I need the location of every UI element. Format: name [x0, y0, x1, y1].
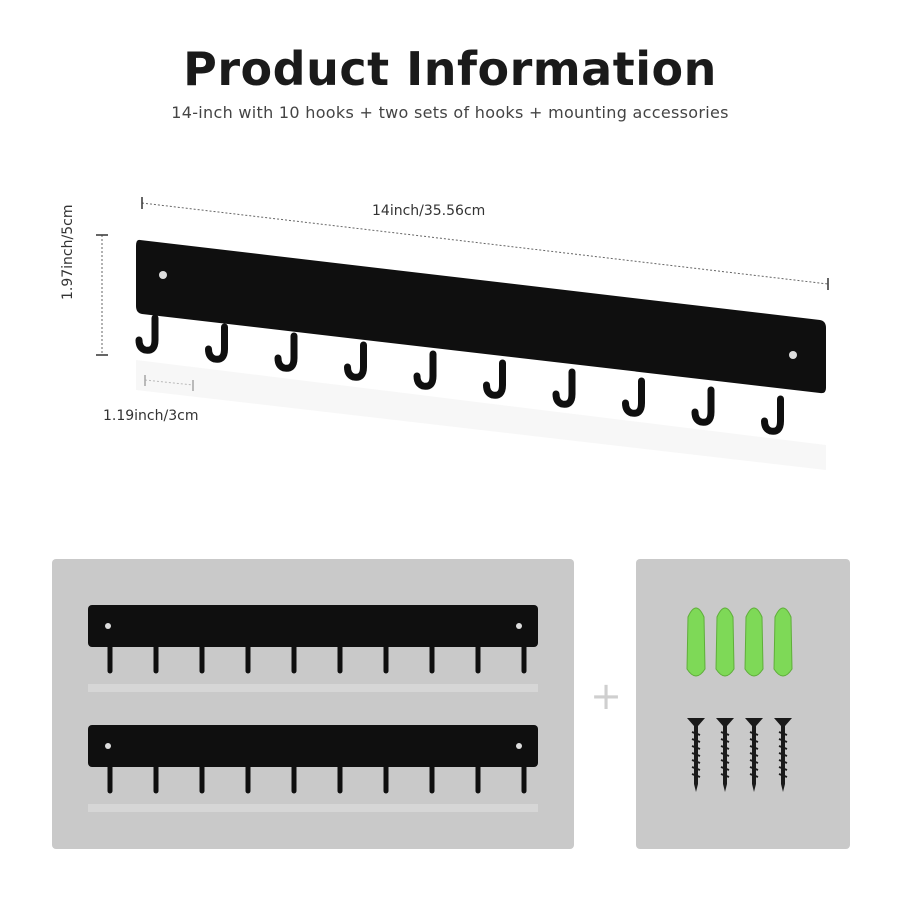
page-title: Product Information — [183, 42, 717, 96]
hook — [205, 323, 228, 363]
hook — [344, 341, 367, 381]
width-dimension-label: 14inch/35.56cm — [372, 203, 486, 219]
wall-anchor — [686, 607, 706, 677]
mount-hole-left — [159, 271, 167, 279]
height-dimension-label: 1.97inch/5cm — [60, 204, 76, 300]
hook — [691, 386, 715, 426]
wall-anchor — [773, 607, 793, 677]
mount-hole-right — [789, 351, 797, 359]
hook — [413, 350, 437, 390]
rack-set-1 — [88, 605, 538, 692]
hook — [135, 314, 159, 354]
hook — [552, 368, 576, 408]
plus-symbol: + — [590, 674, 622, 718]
main-hooks — [135, 314, 784, 435]
wall-anchor — [744, 607, 764, 677]
screws — [687, 718, 792, 792]
wall-anchors — [686, 607, 793, 677]
rack-plate — [136, 239, 826, 394]
mounting-accessories-panel — [636, 559, 850, 849]
main-rack-illustration — [96, 197, 829, 435]
wall-anchor — [715, 607, 735, 677]
hook — [761, 395, 784, 435]
rack-set-2 — [88, 725, 538, 812]
hook — [622, 377, 645, 417]
hook — [274, 332, 298, 372]
width-dimension-line — [141, 202, 829, 285]
hook-spacing-label: 1.19inch/3cm — [103, 408, 199, 424]
rack-sets-panel — [52, 559, 574, 849]
page-subtitle: 14-inch with 10 hooks + two sets of hook… — [171, 103, 729, 122]
hook — [483, 359, 506, 399]
